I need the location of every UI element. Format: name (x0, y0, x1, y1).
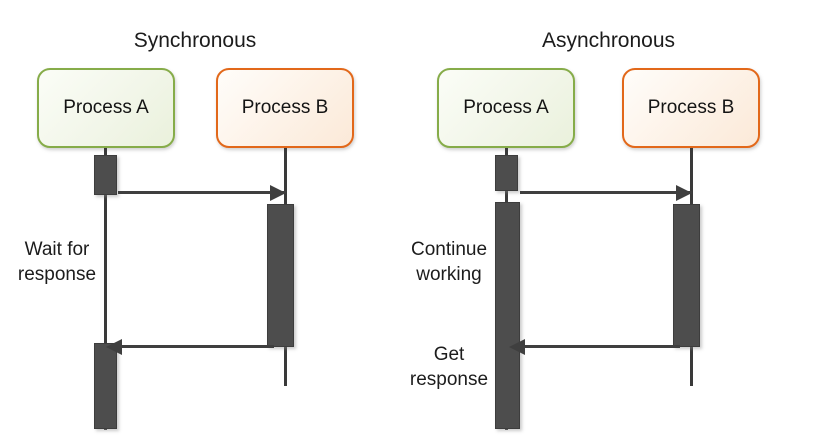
activation-bar-process-b-async (673, 204, 700, 347)
message-line-request-async (520, 191, 692, 194)
participant-label: Process A (63, 97, 149, 118)
note-get-response: Get response (409, 344, 489, 390)
panel-title-synchronous: Synchronous (133, 29, 257, 52)
participant-label: Process A (463, 97, 549, 118)
participant-box-process-b-sync[interactable]: Process B (216, 68, 354, 148)
arrow-head-left-icon-response-async (509, 339, 525, 355)
activation-bar-process-a-sync-2 (94, 343, 117, 429)
message-line-response-async (525, 345, 680, 348)
participant-box-process-a-async[interactable]: Process A (437, 68, 575, 148)
panel-synchronous: Synchronous Process A Process B Wait for… (0, 0, 400, 441)
panel-asynchronous: Asynchronous Process A Process B Continu… (400, 0, 817, 441)
arrow-head-left-icon-response-sync (106, 339, 122, 355)
note-wait-for-response: Wait for response (17, 239, 97, 285)
activation-bar-process-a-sync-1 (94, 155, 117, 195)
note-continue-working: Continue working (410, 239, 488, 285)
activation-bar-process-a-async-2 (495, 202, 520, 429)
arrow-head-right-icon-request-async (676, 185, 692, 201)
participant-box-process-a-sync[interactable]: Process A (37, 68, 175, 148)
activation-bar-process-b-sync (267, 204, 294, 347)
participant-label: Process B (647, 97, 735, 118)
panel-title-asynchronous: Asynchronous (541, 29, 676, 52)
participant-label: Process B (241, 97, 329, 118)
activation-bar-process-a-async-1 (495, 155, 518, 191)
participant-box-process-b-async[interactable]: Process B (622, 68, 760, 148)
arrow-head-right-icon-request-sync (270, 185, 286, 201)
lifeline-process-a-sync (104, 148, 107, 430)
message-line-response-sync (122, 345, 274, 348)
message-line-request-sync (118, 191, 286, 194)
